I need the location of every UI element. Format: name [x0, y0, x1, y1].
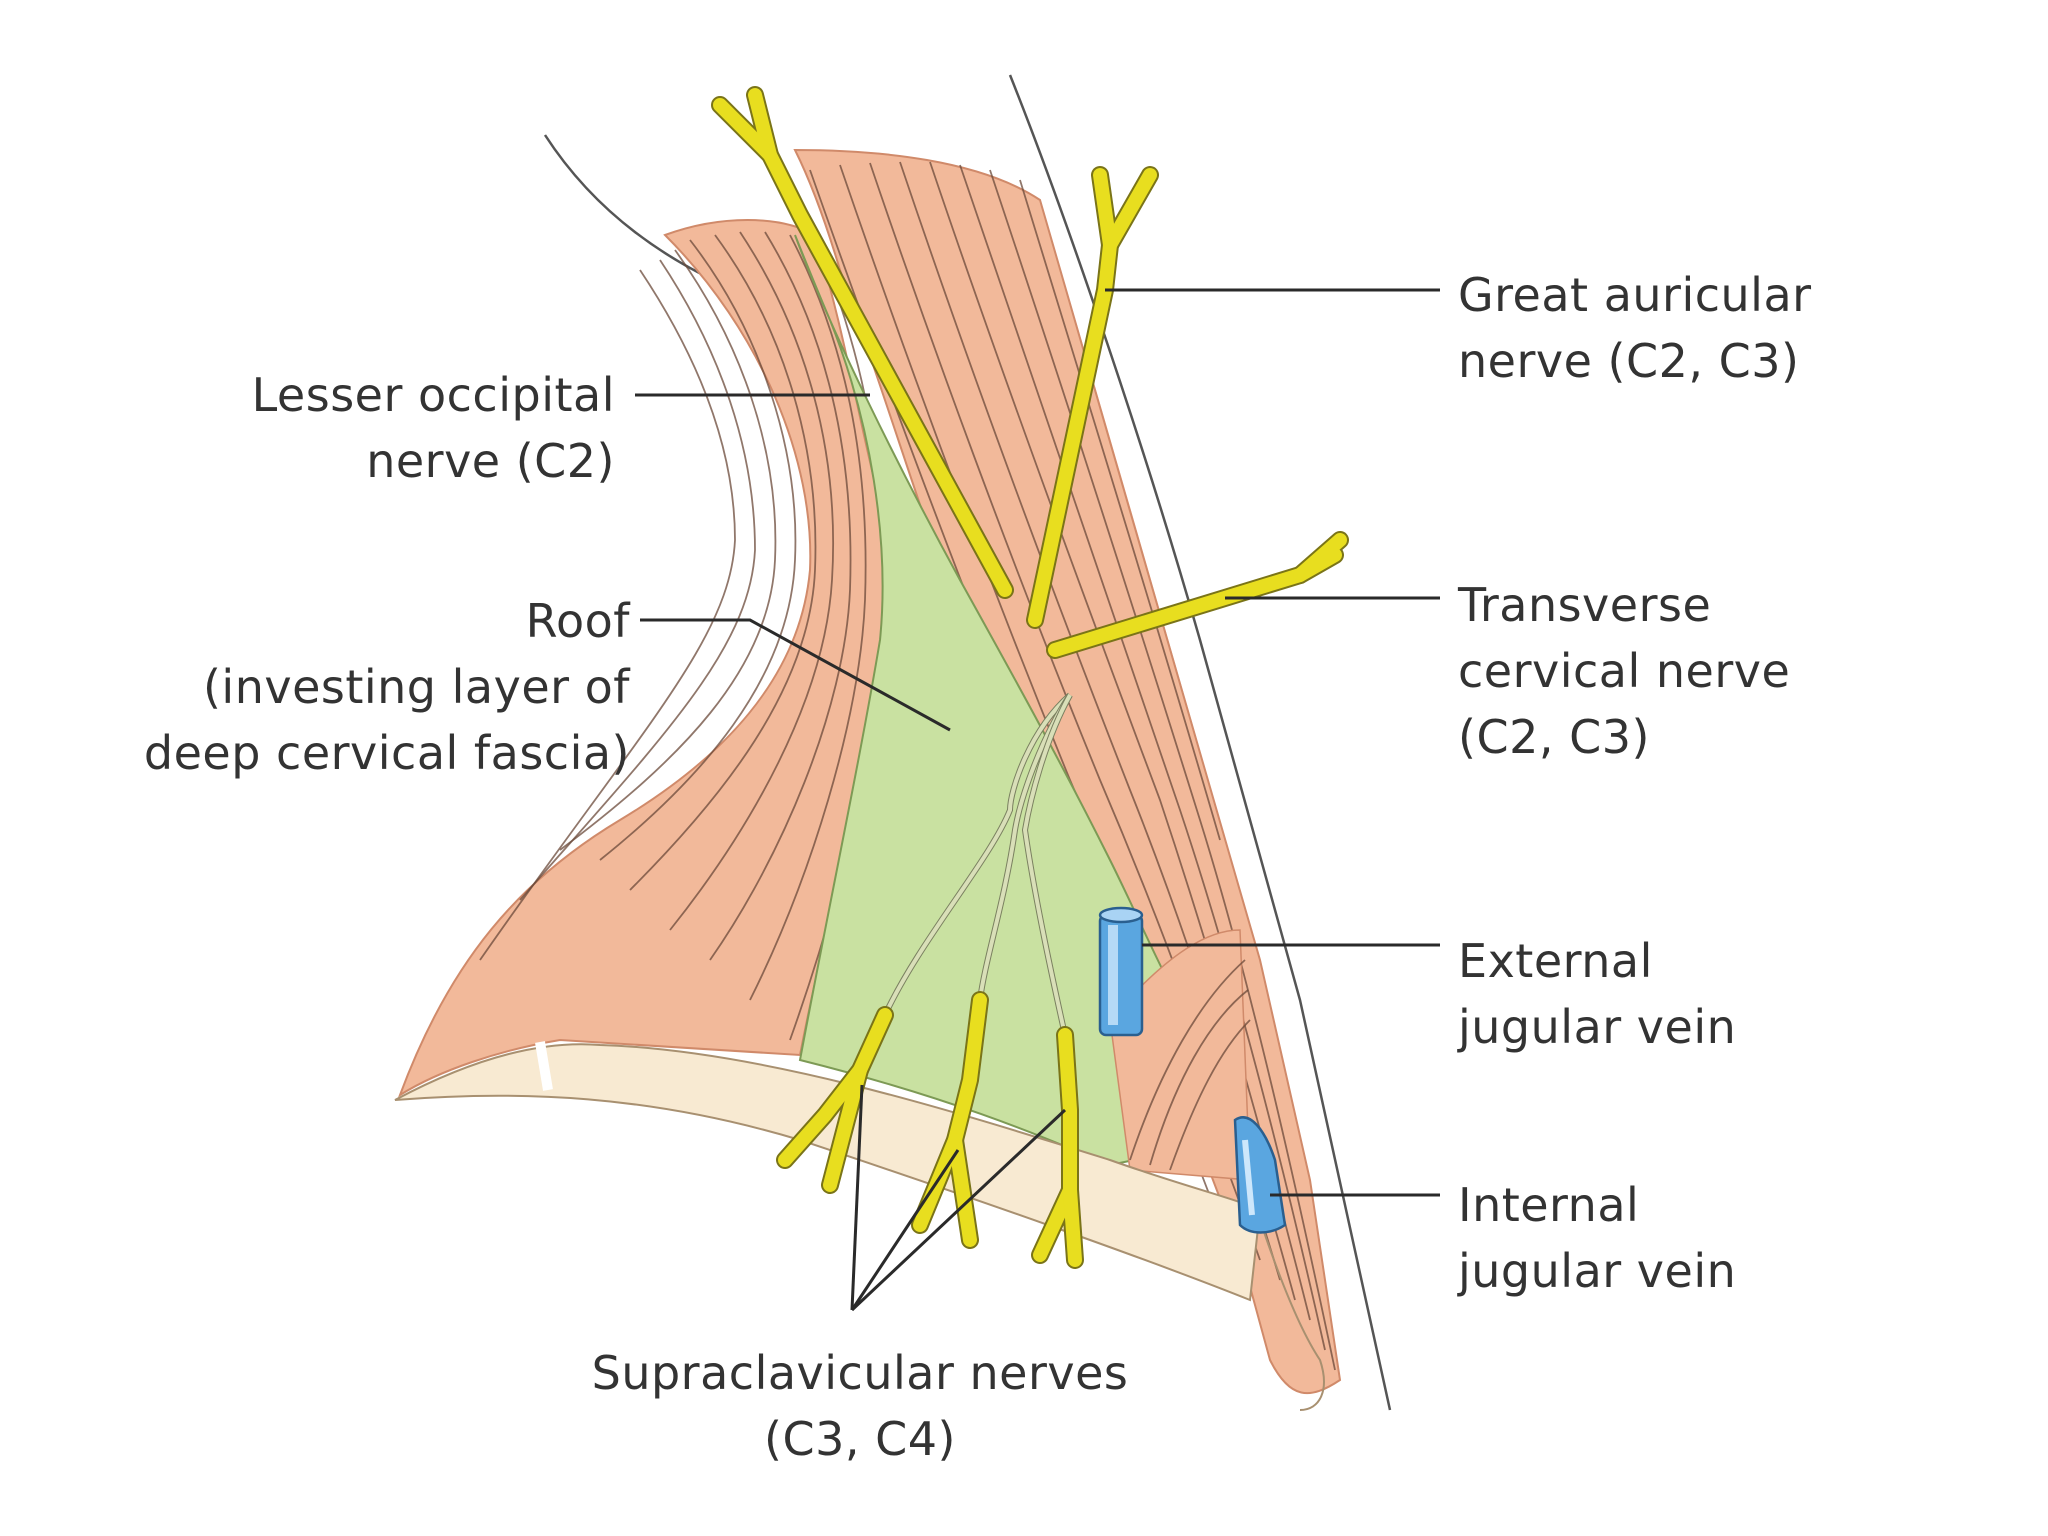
- clavicle-gap: [535, 1041, 553, 1091]
- label-line: deep cervical fascia): [143, 726, 630, 780]
- leader-lines: [635, 288, 1440, 1312]
- supraclavicular-trunks: [882, 692, 1073, 1036]
- leader-supraclavicular-3: [850, 1108, 1067, 1312]
- label-line: nerve (C2): [366, 434, 615, 488]
- leader-supraclavicular-1: [850, 1084, 864, 1311]
- label-line: Transverse: [1458, 578, 1712, 632]
- label-line: Great auricular: [1458, 268, 1812, 322]
- label-line: (C3, C4): [764, 1412, 956, 1466]
- label-line: (C2, C3): [1458, 710, 1650, 764]
- label-internal-jugular-vein: Internal jugular vein: [1458, 1172, 1958, 1304]
- label-great-auricular-nerve: Great auricular nerve (C2, C3): [1458, 262, 1958, 394]
- label-roof: Roof (investing layer of deep cervical f…: [120, 588, 630, 786]
- label-lesser-occipital-nerve: Lesser occipital nerve (C2): [200, 362, 615, 494]
- label-line: Lesser occipital: [251, 368, 615, 422]
- transverse-cervical-nerve: [1046, 531, 1349, 659]
- clavicle: [394, 1043, 1262, 1302]
- label-line: Internal: [1458, 1178, 1640, 1232]
- sternum-edge: [1259, 1219, 1325, 1411]
- label-supraclavicular-nerves: Supraclavicular nerves (C3, C4): [560, 1340, 1160, 1472]
- external-jugular-vein: [1098, 906, 1144, 1037]
- label-line: Supraclavicular nerves: [591, 1346, 1129, 1400]
- label-external-jugular-vein: External jugular vein: [1458, 928, 1958, 1060]
- label-line: (investing layer of: [202, 660, 630, 714]
- label-line: Roof: [525, 594, 630, 648]
- label-line: cervical nerve: [1458, 644, 1791, 698]
- label-line: jugular vein: [1458, 1000, 1737, 1054]
- leader-roof: [640, 618, 951, 732]
- label-line: External: [1458, 934, 1653, 988]
- great-auricular-nerve: [1026, 166, 1159, 629]
- leader-supraclavicular-2: [850, 1149, 960, 1311]
- internal-jugular-vein: [1233, 1116, 1287, 1234]
- neck-outline-line: [1008, 74, 1392, 1411]
- label-line: nerve (C2, C3): [1458, 334, 1800, 388]
- label-transverse-cervical-nerve: Transverse cervical nerve (C2, C3): [1458, 572, 1958, 770]
- lesser-occipital-nerve: [711, 86, 1014, 599]
- label-line: jugular vein: [1458, 1244, 1737, 1298]
